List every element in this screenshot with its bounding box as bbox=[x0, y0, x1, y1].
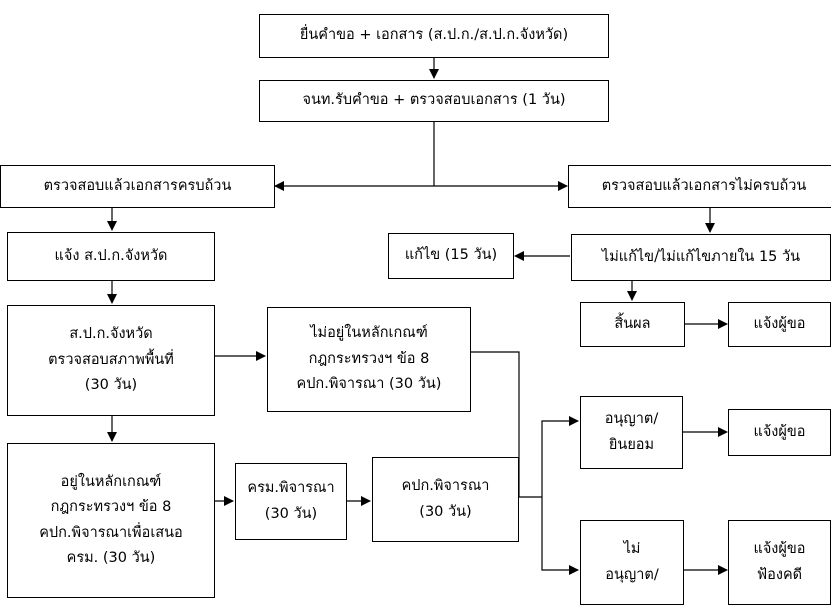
box-text-line: อยู่ในหลักเกณฑ์ bbox=[60, 473, 162, 490]
box-text-line: (30 วัน) bbox=[264, 505, 318, 522]
cabinet-review-box: ครม.พิจารณา (30 วัน) bbox=[235, 463, 347, 540]
fix-box: แก้ไข (15 วัน) bbox=[388, 233, 514, 279]
box-text-line: สิ้นผล bbox=[614, 315, 651, 332]
box-text-line: จนท.รับคำขอ + ตรวจสอบเอกสาร (1 วัน) bbox=[302, 92, 566, 109]
box-text-line: (30 วัน) bbox=[419, 503, 472, 520]
box-text-line: คปก.พิจารณาเพื่อเสนอ bbox=[39, 524, 183, 541]
box-text-line: ส.ป.ก.จังหวัด bbox=[69, 326, 153, 343]
box-text-line: แจ้งผู้ขอ bbox=[753, 315, 806, 332]
void-box: สิ้นผล bbox=[580, 302, 685, 347]
reject-box: ไม่อนุญาต/ bbox=[580, 520, 684, 605]
box-text-line: ตรวจสอบแล้วเอกสารครบถ้วน bbox=[43, 177, 232, 194]
box-text-line: แจ้งผู้ขอ bbox=[753, 541, 806, 558]
box-text-line: (30 วัน) bbox=[84, 377, 138, 394]
box-text-line: ครม. (30 วัน) bbox=[66, 549, 156, 566]
box-text-line: แจ้งผู้ขอ bbox=[753, 423, 806, 440]
documents-complete-box: ตรวจสอบแล้วเอกสารครบถ้วน bbox=[0, 165, 275, 208]
box-text-line: กฎกระทรวงฯ ข้อ 8 bbox=[308, 350, 430, 367]
box-text-line: คปก.พิจารณา bbox=[401, 478, 490, 495]
receive-request-box: จนท.รับคำขอ + ตรวจสอบเอกสาร (1 วัน) bbox=[259, 80, 609, 122]
notify-province-box: แจ้ง ส.ป.ก.จังหวัด bbox=[7, 232, 215, 281]
box-text-line: อนุญาต/ bbox=[605, 566, 659, 583]
arrow-split-to-approve bbox=[541, 416, 579, 497]
in-criteria-box: อยู่ในหลักเกณฑ์กฎกระทรวงฯ ข้อ 8 คปก.พิจาร… bbox=[7, 443, 215, 598]
inspect-area-box: ส.ป.ก.จังหวัดตรวจสอบสภาพพื้นที่ (30 วัน) bbox=[7, 305, 215, 416]
arrow-split-to-reject bbox=[541, 497, 579, 575]
approve-box: อนุญาต/ยินยอม bbox=[580, 396, 683, 469]
box-text-line: กฎกระทรวงฯ ข้อ 8 bbox=[50, 499, 172, 516]
not-fixed-box: ไม่แก้ไข/ไม่แก้ไขภายใน 15 วัน bbox=[571, 234, 831, 281]
box-text-line: คปก.พิจารณา (30 วัน) bbox=[296, 376, 442, 393]
notify-applicant-box-1: แจ้งผู้ขอ bbox=[728, 302, 831, 347]
box-text-line: ยินยอม bbox=[608, 436, 655, 453]
notify-sue-box: แจ้งผู้ขอฟ้องคดี bbox=[728, 520, 831, 605]
notify-applicant-box-2: แจ้งผู้ขอ bbox=[728, 409, 831, 456]
box-text-line: ไม่แก้ไข/ไม่แก้ไขภายใน 15 วัน bbox=[601, 248, 801, 265]
box-text-line: ครม.พิจารณา bbox=[247, 480, 335, 497]
box-text-line: ยื่นคำขอ + เอกสาร (ส.ป.ก./ส.ป.ก.จังหวัด) bbox=[299, 27, 569, 44]
box-text-line: แจ้ง ส.ป.ก.จังหวัด bbox=[54, 247, 168, 264]
documents-incomplete-box: ตรวจสอบแล้วเอกสารไม่ครบถ้วน bbox=[568, 165, 831, 208]
submit-request-box: ยื่นคำขอ + เอกสาร (ส.ป.ก./ส.ป.ก.จังหวัด) bbox=[259, 14, 609, 58]
committee-review-box: คปก.พิจารณา (30 วัน) bbox=[372, 457, 519, 542]
box-text-line: ตรวจสอบแล้วเอกสารไม่ครบถ้วน bbox=[601, 177, 807, 194]
box-text-line: ไม่อยู่ในหลักเกณฑ์ bbox=[310, 325, 428, 342]
box-text-line: ตรวจสอบสภาพพื้นที่ bbox=[48, 351, 174, 368]
not-in-criteria-box: ไม่อยู่ในหลักเกณฑ์กฎกระทรวงฯ ข้อ 8 คปก.พิ… bbox=[267, 307, 471, 412]
line-not-in-criteria-to-split bbox=[471, 351, 520, 497]
box-text-line: ฟ้องคดี bbox=[756, 566, 803, 583]
box-text-line: ไม่ bbox=[623, 541, 641, 558]
box-text-line: แก้ไข (15 วัน) bbox=[404, 247, 498, 264]
box-text-line: อนุญาต/ bbox=[604, 411, 659, 428]
